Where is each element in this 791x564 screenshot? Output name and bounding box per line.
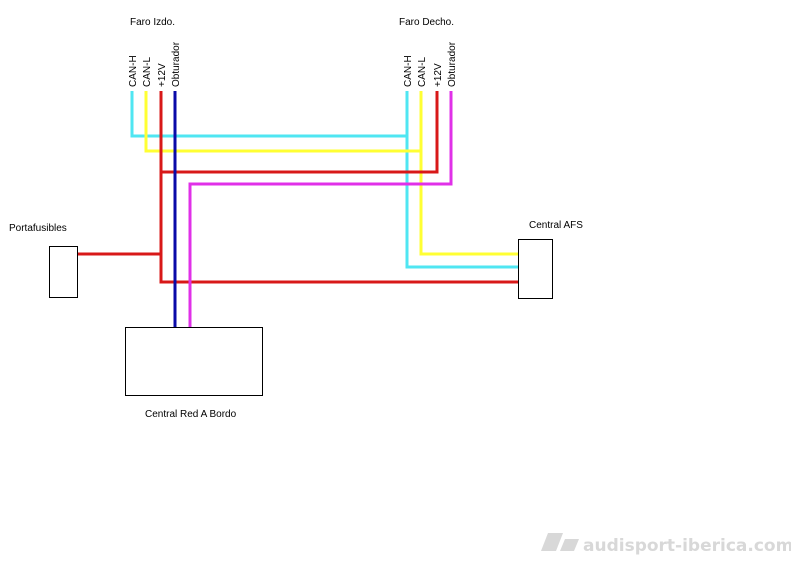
left-pin-12v: +12V xyxy=(157,63,168,87)
watermark-text: audisport-iberica.com xyxy=(583,536,791,556)
left-pin-can-h: CAN-H xyxy=(128,55,139,87)
afs-unit-box xyxy=(518,239,553,299)
wires xyxy=(77,91,518,327)
afs-unit: Central AFS xyxy=(518,220,583,299)
obturador-right-wire xyxy=(188,91,453,327)
right-pin-can-l: CAN-L xyxy=(417,57,428,87)
right-headlight-title: Faro Decho. xyxy=(399,17,454,28)
left-headlight: Faro Izdo. CAN-H CAN-L +12V Obturador xyxy=(128,17,182,87)
afs-unit-label: Central AFS xyxy=(529,220,583,231)
right-headlight: Faro Decho. CAN-H CAN-L +12V Obturador xyxy=(399,17,458,87)
left-pin-can-l: CAN-L xyxy=(142,57,153,87)
can-h-wire xyxy=(130,91,518,269)
can-l-wire xyxy=(144,91,518,256)
power-12v-right-branch xyxy=(161,91,439,174)
fuse-holder-box xyxy=(49,246,78,298)
power-12v-wire xyxy=(159,91,518,284)
left-pin-obturador: Obturador xyxy=(171,41,182,87)
left-headlight-title: Faro Izdo. xyxy=(130,17,175,28)
onboard-network-unit: Central Red A Bordo xyxy=(125,327,263,420)
onboard-network-unit-box xyxy=(125,327,263,396)
watermark-logo-mark-1 xyxy=(541,533,563,551)
right-pin-obturador: Obturador xyxy=(447,41,458,87)
right-pin-can-h: CAN-H xyxy=(403,55,414,87)
fuse-holder-label: Portafusibles xyxy=(9,223,67,234)
onboard-network-unit-label: Central Red A Bordo xyxy=(145,409,237,420)
fuse-holder: Portafusibles xyxy=(9,223,78,298)
right-pin-12v: +12V xyxy=(433,63,444,87)
watermark: audisport-iberica.com xyxy=(541,533,791,556)
watermark-logo-mark-2 xyxy=(560,539,579,551)
